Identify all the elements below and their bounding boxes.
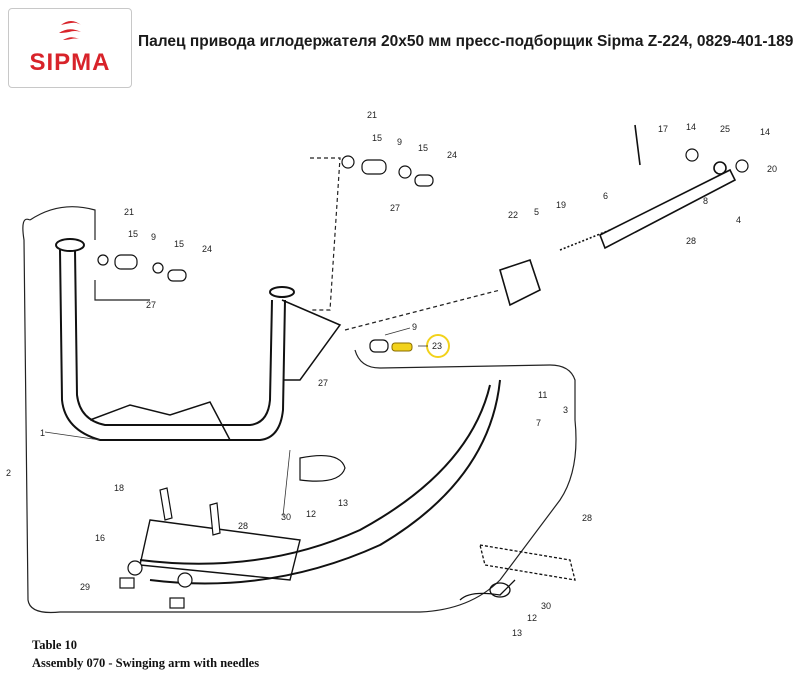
callout-label: 11 — [538, 390, 547, 400]
callout-label: 21 — [367, 110, 377, 120]
callout-label: 15 — [372, 133, 382, 143]
logo-wordmark: SIPMA — [29, 49, 111, 76]
callout-label: 14 — [686, 122, 696, 132]
callout-label: 9 — [151, 232, 156, 242]
callout-label: 24 — [447, 150, 457, 160]
callout-label: 28 — [686, 236, 696, 246]
callout-label: 1 — [40, 428, 45, 438]
callout-label: 9 — [412, 322, 417, 332]
leader-lines — [44, 327, 428, 517]
table-caption: Table 10 — [32, 638, 78, 652]
callout-label: 24 — [202, 244, 212, 254]
callout-label: 16 — [95, 533, 105, 543]
callout-label: 7 — [536, 418, 541, 428]
callout-label: 19 — [556, 200, 566, 210]
callout-label: 9 — [397, 137, 402, 147]
page-title: Палец привода иглодержателя 20х50 мм пре… — [138, 33, 794, 50]
callout-label: 2 — [6, 468, 11, 478]
callout-label: 29 — [80, 582, 90, 592]
callout-label: 27 — [390, 203, 400, 213]
swinging-arm-frame — [55, 238, 342, 441]
assembly-boundary — [22, 218, 577, 614]
small-parts — [97, 148, 749, 609]
callout-label: 3 — [563, 405, 568, 415]
callout-label: 12 — [527, 613, 537, 623]
callout-label: 21 — [124, 207, 134, 217]
callout-label: 20 — [767, 164, 777, 174]
callout-label: 28 — [238, 521, 248, 531]
callout-label: 8 — [703, 196, 708, 206]
connecting-rod — [499, 124, 737, 307]
callout-label: 28 — [582, 513, 592, 523]
dashed-link-2 — [344, 289, 501, 331]
callout-label: 30 — [541, 601, 551, 611]
callout-label: 4 — [736, 215, 741, 225]
assembly-caption: Assembly 070 - Swinging arm with needles — [32, 656, 260, 670]
callout-label: 15 — [418, 143, 428, 153]
callout-label: 25 — [720, 124, 730, 134]
callout-label: 22 — [508, 210, 518, 220]
callout-labels: 21 15 9 15 24 27 21 15 9 15 24 27 17 14 … — [6, 110, 777, 638]
callout-label: 14 — [760, 127, 770, 137]
callout-label: 6 — [603, 191, 608, 201]
callout-label: 15 — [128, 229, 138, 239]
callout-label: 13 — [338, 498, 348, 508]
callout-label: 27 — [318, 378, 328, 388]
callout-label: 23 — [432, 341, 442, 351]
callout-label: 5 — [534, 207, 539, 217]
sipma-logo-icon — [59, 21, 81, 40]
callout-label: 17 — [658, 124, 668, 134]
callout-label: 12 — [306, 509, 316, 519]
highlighted-pin-23 — [391, 342, 413, 352]
logo-box: SIPMA — [8, 8, 132, 88]
dashed-link — [310, 157, 341, 311]
needle-tines — [139, 379, 501, 585]
callout-label: 13 — [512, 628, 522, 638]
callout-label: 18 — [114, 483, 124, 493]
callout-label: 15 — [174, 239, 184, 249]
callout-label: 27 — [146, 300, 156, 310]
bracket-detail — [459, 544, 576, 601]
callout-label: 30 — [281, 512, 291, 522]
